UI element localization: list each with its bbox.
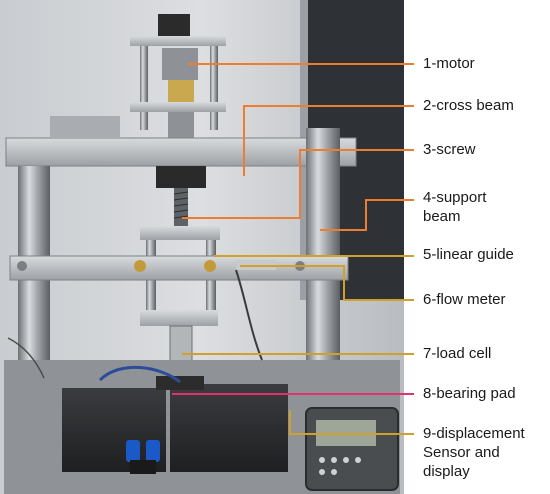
label-flow-meter: 6-flow meter bbox=[423, 290, 506, 309]
label-linear-guide: 5-linear guide bbox=[423, 245, 514, 264]
bearing-pad-right bbox=[170, 384, 288, 472]
test-rig-photo bbox=[0, 0, 404, 494]
label-cross-beam: 2-cross beam bbox=[423, 96, 514, 115]
label-linear-guide-line-1: 5-linear guide bbox=[423, 246, 514, 263]
label-support-beam-line-2: beam bbox=[423, 208, 461, 225]
label-support-beam: 4-support beam bbox=[423, 188, 486, 226]
motor-body bbox=[158, 14, 190, 40]
label-load-cell: 7-load cell bbox=[423, 344, 491, 363]
label-displacement-line-3: display bbox=[423, 463, 470, 480]
label-load-cell-line-1: 7-load cell bbox=[423, 345, 492, 362]
label-screw: 3-screw bbox=[423, 140, 476, 159]
cross-beam bbox=[5, 137, 357, 167]
label-displacement-line-1: 9-displacement bbox=[423, 425, 525, 442]
label-bearing-pad: 8-bearing pad bbox=[423, 384, 516, 403]
label-motor: 1-motor bbox=[423, 54, 475, 73]
label-bearing-pad-line-1: 8-bearing pad bbox=[423, 385, 516, 402]
label-motor-line-1: 1-motor bbox=[423, 55, 475, 72]
label-displacement-line-2: Sensor and bbox=[423, 444, 500, 461]
label-support-beam-line-1: 4-support bbox=[423, 189, 487, 206]
label-screw-line-1: 3-screw bbox=[423, 141, 476, 158]
label-displacement-sensor: 9-displacement Sensor and display bbox=[423, 424, 525, 481]
label-cross-beam-line-1: 2-cross beam bbox=[423, 97, 514, 114]
label-flow-meter-line-1: 6-flow meter bbox=[423, 291, 506, 308]
